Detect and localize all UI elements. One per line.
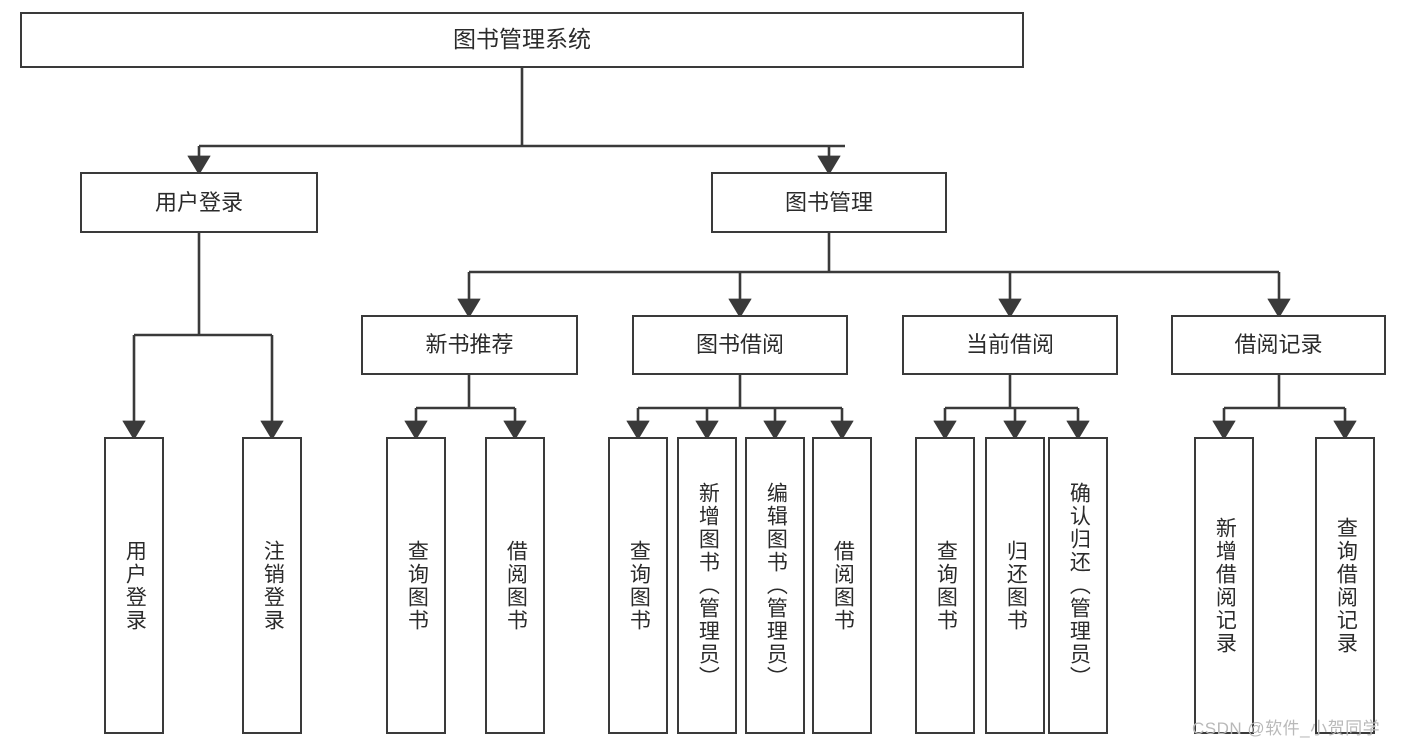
leaf-user-logout[interactable]: 注销登录 [242, 437, 302, 734]
node-label: 用户登录 [154, 189, 243, 215]
node-label: 编辑图书（管理员） [764, 482, 788, 689]
node-label: 查询借阅记录 [1334, 516, 1358, 655]
node-label: 确认归还（管理员） [1067, 482, 1091, 689]
node-book-borrow[interactable]: 图书借阅 [632, 315, 848, 375]
node-label: 借阅记录 [1234, 332, 1323, 358]
leaf-recommend-borrow-book[interactable]: 借阅图书 [485, 437, 545, 734]
node-user-login[interactable]: 用户登录 [80, 172, 318, 233]
node-label: 当前借阅 [965, 332, 1054, 358]
node-label: 借阅图书 [831, 539, 855, 632]
watermark-csdn: CSDN @软件_小贺同学 [1192, 719, 1381, 738]
leaf-record-query-record[interactable]: 查询借阅记录 [1315, 437, 1375, 734]
node-label: 新增图书（管理员） [696, 482, 720, 689]
node-label: 查询图书 [627, 539, 651, 632]
node-book-management[interactable]: 图书管理 [711, 172, 947, 233]
node-root-book-management-system[interactable]: 图书管理系统 [20, 12, 1024, 68]
node-borrow-record[interactable]: 借阅记录 [1171, 315, 1386, 375]
node-new-book-recommend[interactable]: 新书推荐 [361, 315, 578, 375]
node-label: 图书借阅 [695, 332, 784, 358]
leaf-current-return-book[interactable]: 归还图书 [985, 437, 1045, 734]
leaf-current-confirm-return-admin[interactable]: 确认归还（管理员） [1048, 437, 1108, 734]
leaf-borrow-add-book-admin[interactable]: 新增图书（管理员） [677, 437, 737, 734]
leaf-current-query-book[interactable]: 查询图书 [915, 437, 975, 734]
node-label: 新书推荐 [425, 332, 514, 358]
node-label: 归还图书 [1004, 539, 1028, 632]
node-label: 注销登录 [261, 539, 285, 632]
node-label: 查询图书 [934, 539, 958, 632]
node-current-borrow[interactable]: 当前借阅 [902, 315, 1118, 375]
node-label: 图书管理 [784, 189, 873, 215]
leaf-recommend-query-book[interactable]: 查询图书 [386, 437, 446, 734]
leaf-borrow-query-book[interactable]: 查询图书 [608, 437, 668, 734]
node-label: 借阅图书 [504, 539, 528, 632]
leaf-user-login[interactable]: 用户登录 [104, 437, 164, 734]
node-label: 用户登录 [123, 539, 147, 632]
node-label: 查询图书 [405, 539, 429, 632]
node-label: 新增借阅记录 [1213, 516, 1237, 655]
leaf-borrow-edit-book-admin[interactable]: 编辑图书（管理员） [745, 437, 805, 734]
leaf-borrow-borrow-book[interactable]: 借阅图书 [812, 437, 872, 734]
node-label: 图书管理系统 [453, 26, 591, 53]
leaf-record-add-record[interactable]: 新增借阅记录 [1194, 437, 1254, 734]
